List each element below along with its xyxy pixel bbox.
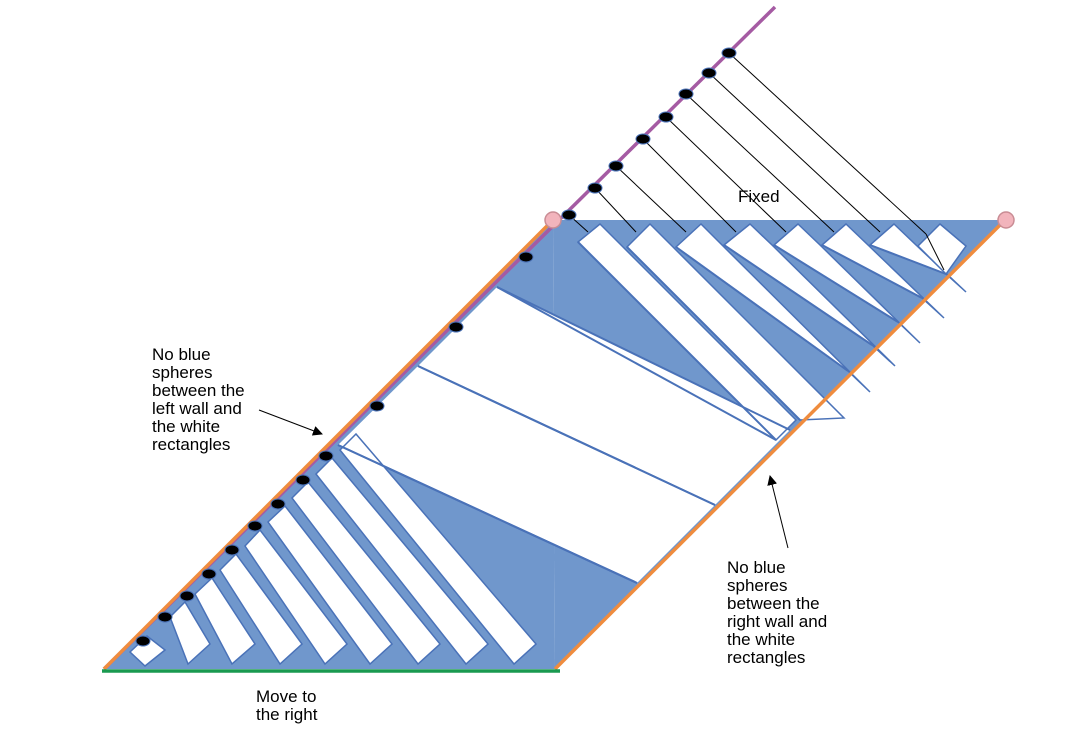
sphere [701, 67, 717, 79]
upper-rectangle [772, 222, 921, 344]
sphere [448, 321, 464, 333]
sphere [157, 611, 173, 623]
sphere [318, 450, 334, 462]
upper-spheres [561, 47, 737, 221]
left-pivot-pin [544, 211, 562, 229]
sphere [608, 160, 624, 172]
left-wall-note-line: rectangles [152, 435, 231, 454]
sphere [678, 88, 694, 100]
right-wall-note-line: spheres [727, 576, 788, 595]
move-right-label-line: the right [256, 705, 318, 724]
sphere [721, 47, 737, 59]
sphere [561, 209, 577, 221]
lower-rectangle [267, 504, 394, 666]
right-wall-note: No blue spheres between the right wall a… [727, 559, 827, 667]
right-wall-note-line: between the [727, 594, 820, 613]
lower-rectangles [128, 432, 538, 667]
sphere [247, 520, 263, 532]
upper-rectangle [868, 222, 967, 293]
tether-lines [568, 52, 945, 271]
left-wall-note-line: the white [152, 417, 221, 436]
lower-rectangle [244, 528, 349, 666]
sphere [179, 590, 195, 602]
right-note-arrow [767, 475, 789, 549]
sphere [518, 251, 534, 263]
right-wall-note-line: the white [727, 630, 796, 649]
right-wall-note-line: right wall and [727, 612, 828, 631]
left-wall-note-line: left wall and [152, 399, 242, 418]
sphere [587, 182, 603, 194]
left-wall-note: No blue spheres between the left wall an… [152, 346, 245, 454]
upper-rectangles [576, 222, 968, 442]
upper-rectangle [674, 222, 871, 393]
left-note-arrow [258, 409, 323, 436]
upper-rectangle [576, 222, 798, 442]
sphere [369, 400, 385, 412]
sphere [295, 474, 311, 486]
sphere [270, 498, 286, 510]
upper-rectangle [625, 222, 846, 421]
right-wall-note-line: rectangles [727, 648, 806, 667]
left-wall-note-line: spheres [152, 363, 213, 382]
lower-rectangle [194, 576, 256, 666]
right-wall-note-line: No blue [727, 558, 786, 577]
lower-rectangle [314, 456, 490, 666]
sphere [658, 111, 674, 123]
lower-rectangle [338, 432, 538, 666]
left-wall [102, 218, 555, 671]
upper-rectangle [820, 222, 945, 319]
upper-strip-lines [577, 241, 947, 441]
sphere [635, 133, 651, 145]
middle-strip-lines [337, 286, 791, 584]
left-wall-note-line: between the [152, 381, 245, 400]
lower-rectangle [169, 600, 211, 666]
left-wall-note-line: No blue [152, 345, 211, 364]
move-right-label-line: Move to [256, 687, 317, 706]
fixed-label: Fixed [738, 187, 780, 206]
right-wall [553, 218, 1007, 671]
right-pivot-pin [997, 211, 1015, 229]
lower-spheres [135, 251, 534, 647]
lower-rectangle [219, 552, 304, 666]
white-channel [418, 287, 790, 505]
sphere [201, 568, 217, 580]
white-channel-lower [338, 366, 715, 583]
sphere [135, 635, 151, 647]
sphere [224, 544, 240, 556]
move-right-label: Move to the right [256, 688, 317, 724]
lower-rectangle [291, 480, 442, 666]
